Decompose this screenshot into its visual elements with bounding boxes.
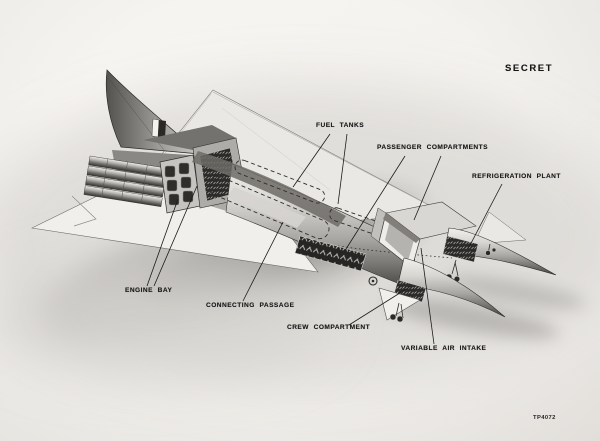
forward-section	[442, 211, 557, 283]
nose-landing-gear	[389, 302, 404, 323]
label-refrigeration-plant: REFRIGERATION PLANT	[472, 173, 561, 180]
photo-reference-number: TP4072	[533, 415, 556, 421]
leader-lines	[146, 133, 503, 345]
label-connecting-passage: CONNECTING PASSAGE	[206, 302, 295, 309]
forward-foreplane	[473, 211, 527, 245]
crew-compartment-leader	[348, 285, 412, 326]
refrigeration-plant-cutaway	[442, 235, 479, 263]
engine-bay-leader-2	[153, 185, 198, 287]
label-passenger-compartments: PASSENGER COMPARTMENTS	[377, 144, 488, 151]
variable-air-intake-leader	[420, 247, 435, 345]
label-fuel-tanks: FUEL TANKS	[316, 122, 365, 129]
engine-tubes	[83, 155, 168, 207]
label-crew-compartment: CREW COMPARTMENT	[287, 324, 371, 331]
classification-stamp: SECRET	[505, 63, 554, 74]
fuel-tanks-leader-2	[337, 133, 348, 205]
passenger-cabin-cutaway	[294, 235, 367, 272]
connecting-passage-leader	[242, 221, 284, 302]
engine-bay-leader-1	[146, 198, 179, 287]
refrigeration-plant-leader	[467, 183, 503, 250]
fuselage	[192, 151, 417, 291]
crew-compartment-cutaway	[393, 279, 427, 303]
label-engine-bay: ENGINE BAY	[125, 287, 173, 294]
passenger-compartments-leader-1	[345, 155, 406, 250]
label-variable-air-intake: VARIABLE AIR INTAKE	[401, 345, 487, 352]
connecting-passage-trough	[192, 151, 346, 227]
passenger-compartments-leader-2	[413, 155, 442, 221]
fuel-tanks-leader-1	[292, 133, 331, 188]
jet-nozzles	[164, 162, 194, 206]
fin-flash	[151, 118, 166, 138]
